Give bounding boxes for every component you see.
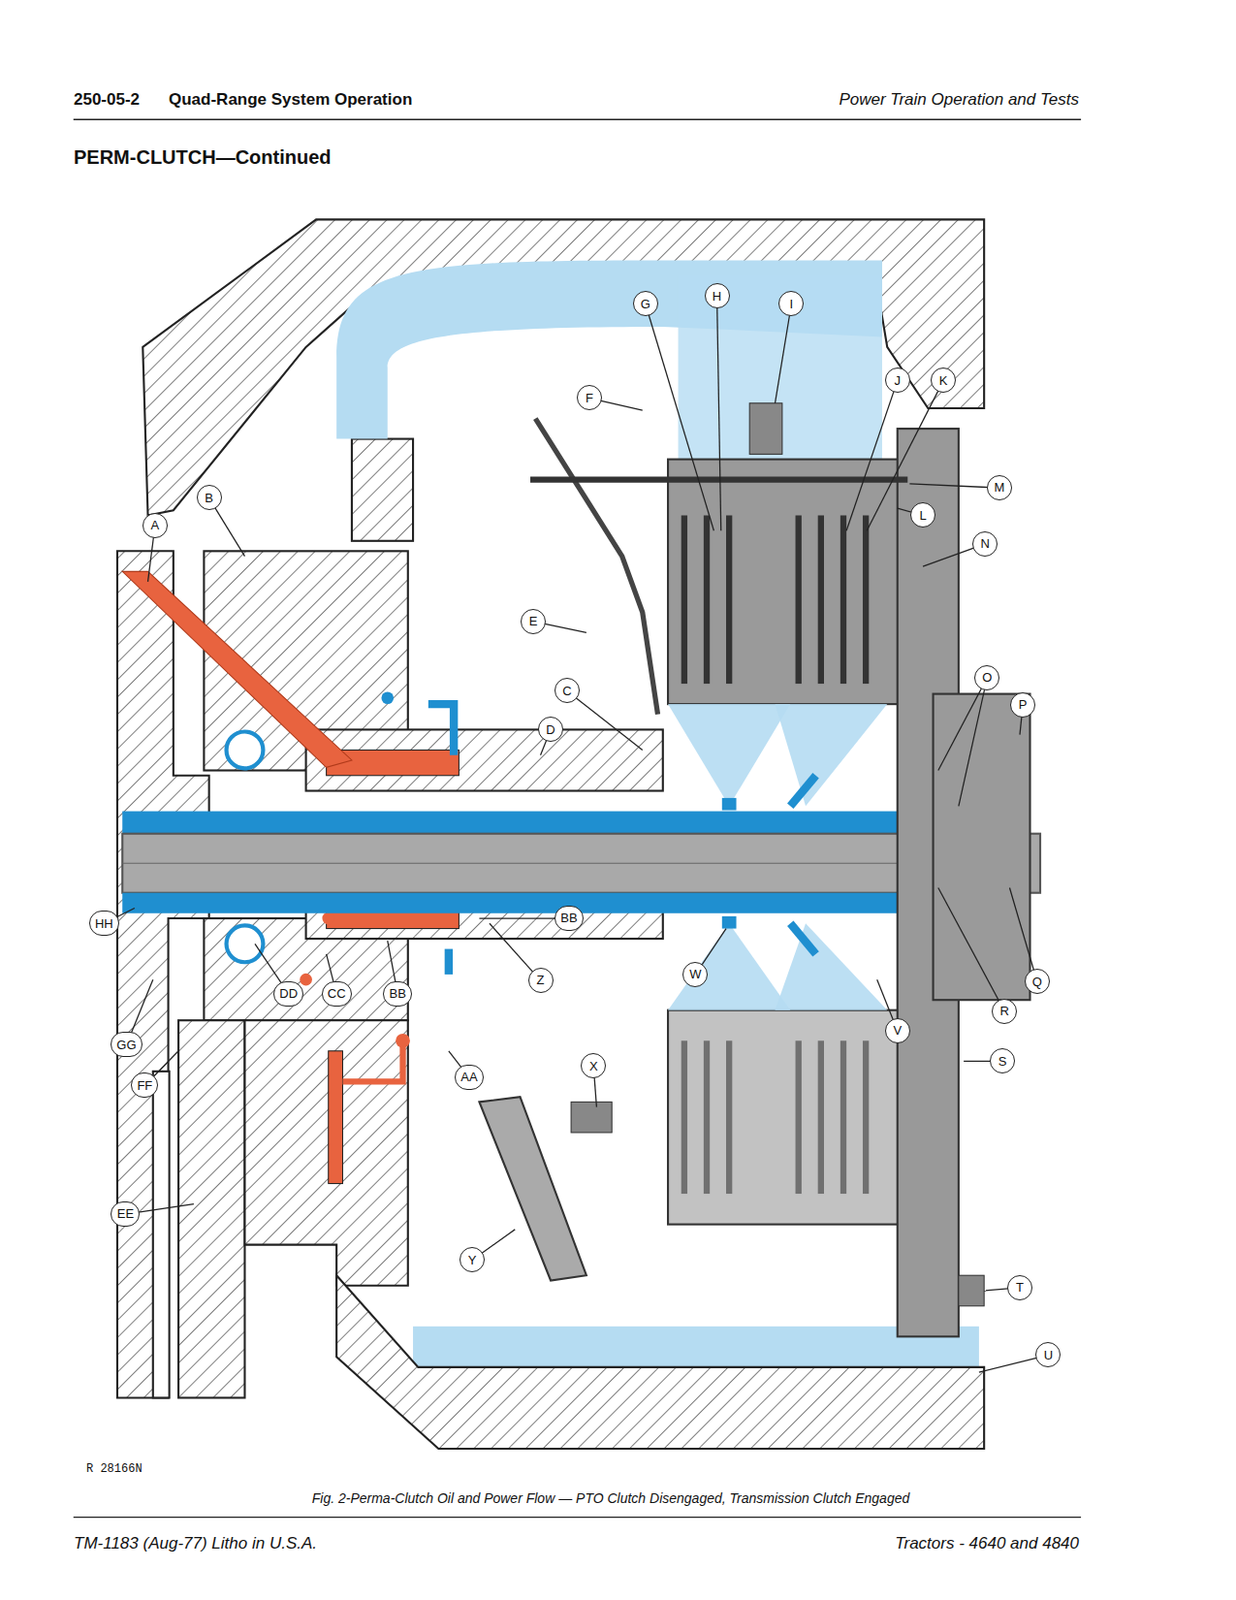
callout-circle: HH (89, 910, 120, 936)
callout-circle: B (196, 484, 222, 510)
callout-letter: B (204, 491, 214, 505)
callout-letter: Q (1032, 975, 1043, 988)
footer-models: Tractors - 4640 and 4840 (894, 1533, 1079, 1553)
callout-letter: FF (136, 1078, 153, 1092)
callout-circle: T (1007, 1274, 1033, 1300)
callout-circle: AA (454, 1064, 484, 1090)
callout-letter: V (892, 1023, 902, 1037)
callout-letter: F (585, 391, 594, 405)
callout-letter: Y (468, 1253, 477, 1267)
footer-manual: TM-1183 (Aug-77) Litho in U.S.A. (73, 1533, 317, 1553)
section-title: PERM-CLUTCH—Continued (73, 146, 332, 169)
callout-circle: H (704, 283, 730, 309)
callout-letter: D (545, 723, 555, 736)
callout-letter: X (589, 1059, 599, 1073)
callout-circle: EE (110, 1201, 140, 1227)
callout-circle: U (1035, 1341, 1061, 1367)
callout-circle: F (576, 384, 603, 411)
callout-circle: R (991, 998, 1017, 1024)
callout-letter: N (981, 537, 990, 550)
callout-letter: K (939, 374, 949, 387)
callout-letter: J (893, 374, 901, 387)
figure-caption: Fig. 2-Perma-Clutch Oil and Power Flow —… (312, 1489, 911, 1506)
callout-letter: G (640, 297, 651, 311)
callout-letter: P (1018, 697, 1028, 711)
callout-letter: Z (537, 973, 545, 986)
callout-letter: W (689, 967, 701, 981)
section-header: Quad-Range System Operation (168, 90, 412, 110)
callout-circle: CC (321, 981, 352, 1007)
callout-circle: E (520, 608, 546, 634)
callout-letter: E (529, 614, 539, 628)
callout-circle: J (885, 367, 911, 393)
callout-circle: BB (554, 905, 584, 931)
callout-letter: S (998, 1054, 1008, 1068)
callout-circle: O (974, 665, 1000, 691)
callout-letter: DD (279, 986, 298, 1000)
callout-letter: AA (460, 1070, 477, 1083)
callout-letter: H (712, 289, 722, 303)
callout-letter: U (1044, 1348, 1053, 1362)
callout-letter: BB (389, 986, 407, 1000)
callout-circle: X (580, 1052, 606, 1078)
callout-circle: GG (110, 1031, 143, 1057)
callout-letter: GG (116, 1038, 136, 1051)
callout-circle: Q (1024, 968, 1050, 994)
callout-circle: BB (382, 981, 412, 1007)
callout-letter: CC (327, 986, 347, 1000)
callout-circle: Y (459, 1246, 485, 1272)
chapter-header: Power Train Operation and Tests (838, 90, 1079, 110)
callout-letter: BB (560, 911, 577, 924)
callout-letter: HH (95, 917, 114, 930)
callout-circle: DD (273, 981, 304, 1007)
callout-circle: C (554, 677, 580, 703)
callout-letter: O (982, 670, 992, 684)
callout-letter: T (1015, 1280, 1024, 1294)
callout-letter: L (919, 508, 926, 522)
callout-circle: S (989, 1047, 1015, 1074)
callout-letter: EE (117, 1206, 134, 1220)
page-number: 250-05-2 (73, 90, 140, 110)
callout-letter: R (999, 1004, 1009, 1017)
callout-circle: Z (528, 967, 554, 993)
callout-circle: V (885, 1017, 911, 1044)
callout-letter: M (994, 480, 1006, 494)
callout-circle: N (972, 531, 998, 557)
callout-letter: A (151, 518, 160, 532)
drawing-number: R 28166N (86, 1461, 143, 1476)
callout-letter: C (562, 684, 571, 698)
callout-circle: M (986, 475, 1013, 501)
callout-circle: W (682, 961, 708, 987)
callout-letter: I (790, 297, 794, 311)
callout-circle: P (1010, 692, 1036, 718)
callout-circle: A (142, 512, 168, 539)
